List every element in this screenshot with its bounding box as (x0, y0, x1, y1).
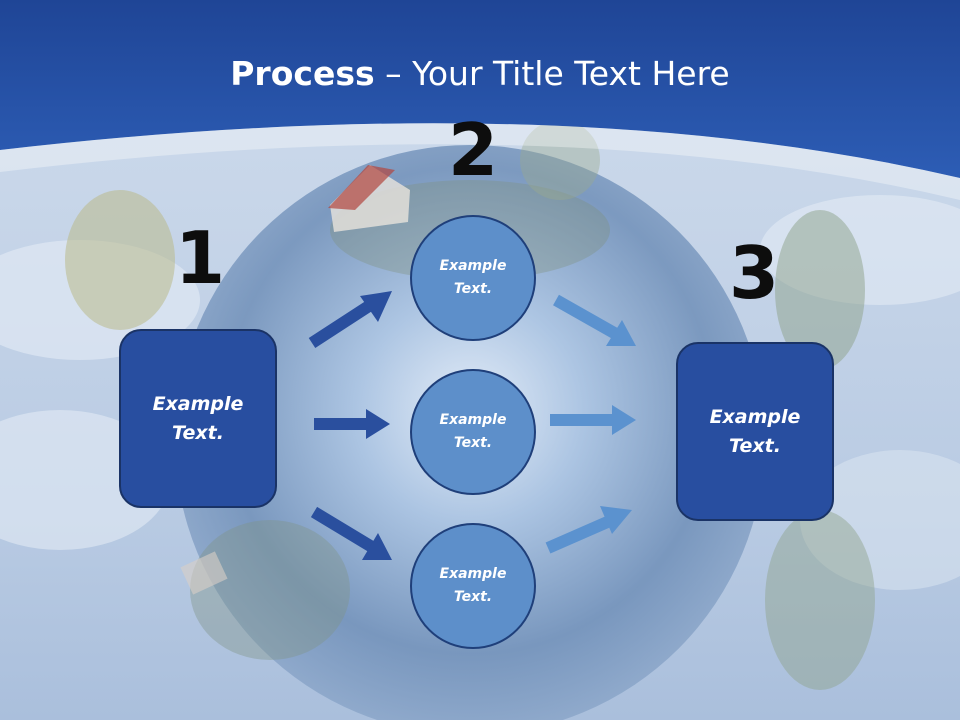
house (180, 551, 228, 595)
step-box-1-text: Example Text. (152, 392, 244, 444)
cloud (800, 450, 960, 590)
tree (520, 120, 600, 200)
arrow-to-circle-3 (310, 506, 392, 560)
arrow-circle-1-to-box-3 (553, 294, 636, 346)
step-circle-1: Example Text. (410, 215, 536, 341)
title-bold: Process (230, 54, 375, 93)
step-circle-2: Example Text. (410, 369, 536, 495)
step-circle-2-text: Example Text. (439, 412, 507, 451)
tree (190, 520, 350, 660)
arrow-circle-3-to-box-3 (545, 506, 632, 554)
step-box-1: Example Text. (119, 329, 277, 508)
step-number-2: 2 (447, 108, 499, 192)
step-box-3-text: Example Text. (709, 405, 801, 457)
header-highlight (0, 123, 960, 200)
house-roof (328, 165, 395, 210)
house (330, 165, 410, 232)
step-number-3: 3 (728, 231, 780, 315)
step-box-3: Example Text. (676, 342, 834, 521)
step-circle-3-text: Example Text. (439, 566, 507, 605)
slide-title: Process – Your Title Text Here (0, 52, 960, 96)
tree (65, 190, 175, 330)
tree (775, 210, 865, 370)
title-rest: – Your Title Text Here (374, 54, 730, 93)
tree (765, 510, 875, 690)
header-band (0, 0, 960, 178)
step-number-1: 1 (174, 216, 226, 300)
arrow-to-circle-1 (308, 291, 392, 349)
arrow-to-circle-2 (314, 409, 390, 439)
step-circle-1-text: Example Text. (439, 258, 507, 297)
arrow-circle-2-to-box-3 (550, 405, 636, 435)
step-circle-3: Example Text. (410, 523, 536, 649)
